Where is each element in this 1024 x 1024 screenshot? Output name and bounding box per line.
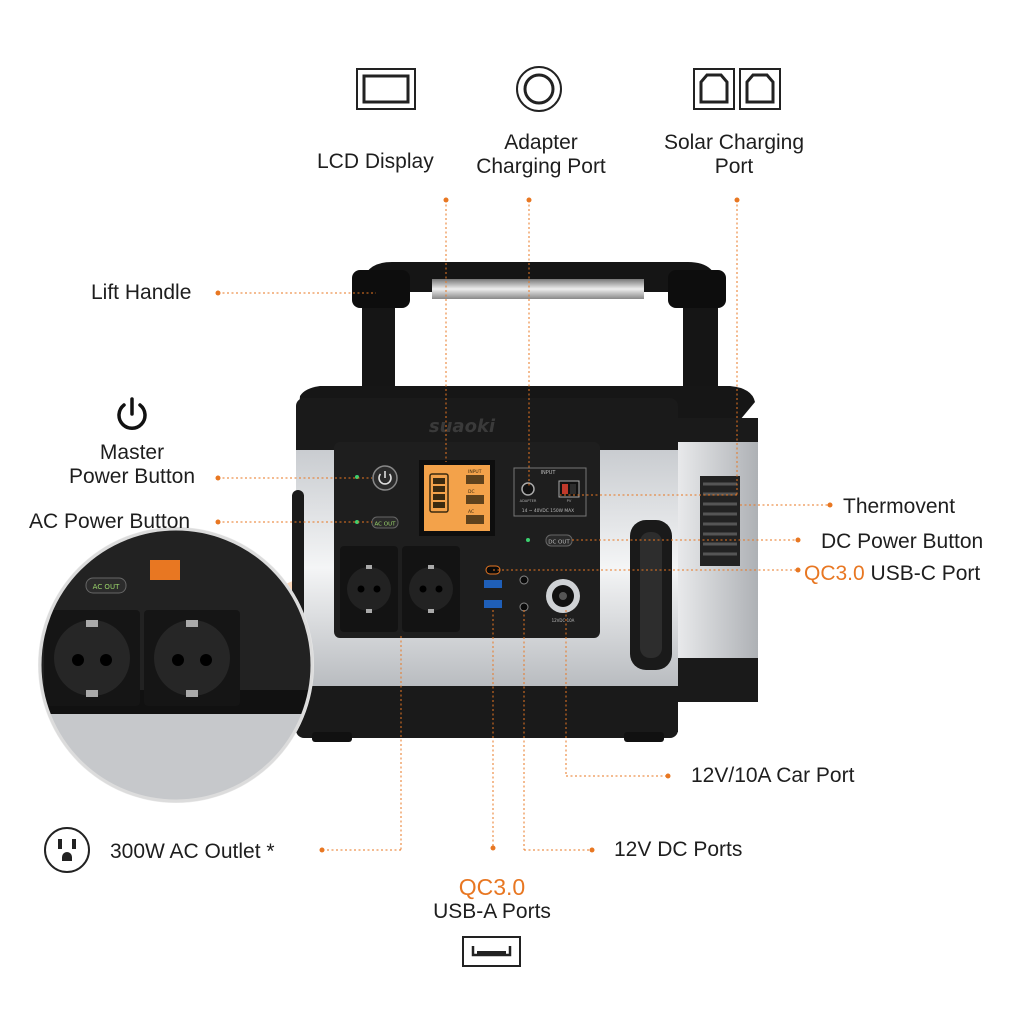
label-usb-a-qc: QC3.0 bbox=[458, 874, 526, 900]
pv-port-label: PV bbox=[567, 499, 572, 503]
label-master-line1: Master bbox=[99, 441, 165, 464]
power-station: suaoki AC OUT INPUT DC AC INPUT bbox=[292, 262, 758, 742]
label-master-line2: Power Button bbox=[68, 465, 196, 488]
label-usb-c-text: USB-C Port bbox=[864, 562, 981, 585]
label-master-power: Master Power Button bbox=[56, 441, 208, 489]
usb-a-icon bbox=[462, 936, 521, 967]
ac-outlet-right[interactable] bbox=[402, 546, 460, 632]
usb-a-port-1[interactable] bbox=[484, 580, 502, 588]
leader-dots bbox=[215, 197, 833, 853]
ac-outlet-left[interactable] bbox=[340, 546, 398, 632]
label-adapter-line2: Charging Port bbox=[476, 155, 606, 178]
lcd-ac-label: AC bbox=[468, 509, 474, 515]
zoom-detail: AC OUT bbox=[38, 527, 314, 803]
usb-a-port-2[interactable] bbox=[484, 600, 502, 608]
label-usb-c-port: QC3.0 USB-C Port bbox=[804, 562, 980, 586]
label-solar-line1: Solar Charging bbox=[663, 131, 805, 154]
label-lcd-display: LCD Display bbox=[317, 150, 434, 173]
car-port[interactable] bbox=[546, 579, 580, 613]
adapter-charging-port[interactable] bbox=[521, 482, 535, 496]
label-car-port: 12V/10A Car Port bbox=[691, 764, 855, 787]
label-dc-ports: 12V DC Ports bbox=[614, 838, 743, 861]
power-icon bbox=[117, 397, 147, 430]
lcd-input-label: INPUT bbox=[468, 469, 482, 475]
input-panel-label: INPUT bbox=[541, 470, 557, 476]
label-usb-a-text: USB-A Ports bbox=[433, 900, 551, 923]
leader-lines bbox=[218, 200, 830, 851]
ac-out-label-small: AC OUT bbox=[375, 522, 397, 528]
car-port-label: 12VDC 10A bbox=[552, 618, 575, 623]
label-adapter-line1: Adapter bbox=[504, 131, 578, 154]
ac-outlet-icon bbox=[44, 827, 90, 873]
lcd-screen: INPUT DC AC bbox=[419, 460, 495, 536]
brand-logo: suaoki bbox=[429, 416, 496, 437]
label-solar-port: Solar Charging Port bbox=[640, 131, 828, 179]
label-thermovent: Thermovent bbox=[843, 495, 956, 518]
label-ac-outlet: 300W AC Outlet * bbox=[110, 840, 275, 863]
lcd-dc-label: DC bbox=[468, 489, 475, 495]
dc-port-1[interactable] bbox=[519, 575, 529, 585]
dc-port-2[interactable] bbox=[519, 602, 529, 612]
input-spec-label: 14 ~ 40VDC 150W MAX bbox=[522, 508, 574, 514]
label-dc-power-button: DC Power Button bbox=[821, 530, 984, 553]
label-ac-power-button: AC Power Button bbox=[29, 510, 191, 533]
adapter-port-icon bbox=[516, 66, 562, 112]
adapter-port-label: ADAPTER bbox=[520, 499, 537, 503]
lcd-display-icon bbox=[356, 68, 416, 110]
ac-out-label-zoom: AC OUT bbox=[93, 583, 120, 591]
thermovent-grille bbox=[700, 476, 740, 566]
label-usb-a-ports: QC3.0 USB-A Ports bbox=[410, 874, 574, 924]
label-adapter-port: Adapter Charging Port bbox=[459, 131, 623, 179]
dc-out-label-small: DC OUT bbox=[548, 540, 570, 546]
label-lift-handle: Lift Handle bbox=[91, 281, 192, 304]
label-solar-line2: Port bbox=[714, 155, 754, 178]
label-usb-c-qc: QC3.0 bbox=[804, 562, 865, 585]
solar-port-icon bbox=[693, 68, 781, 110]
